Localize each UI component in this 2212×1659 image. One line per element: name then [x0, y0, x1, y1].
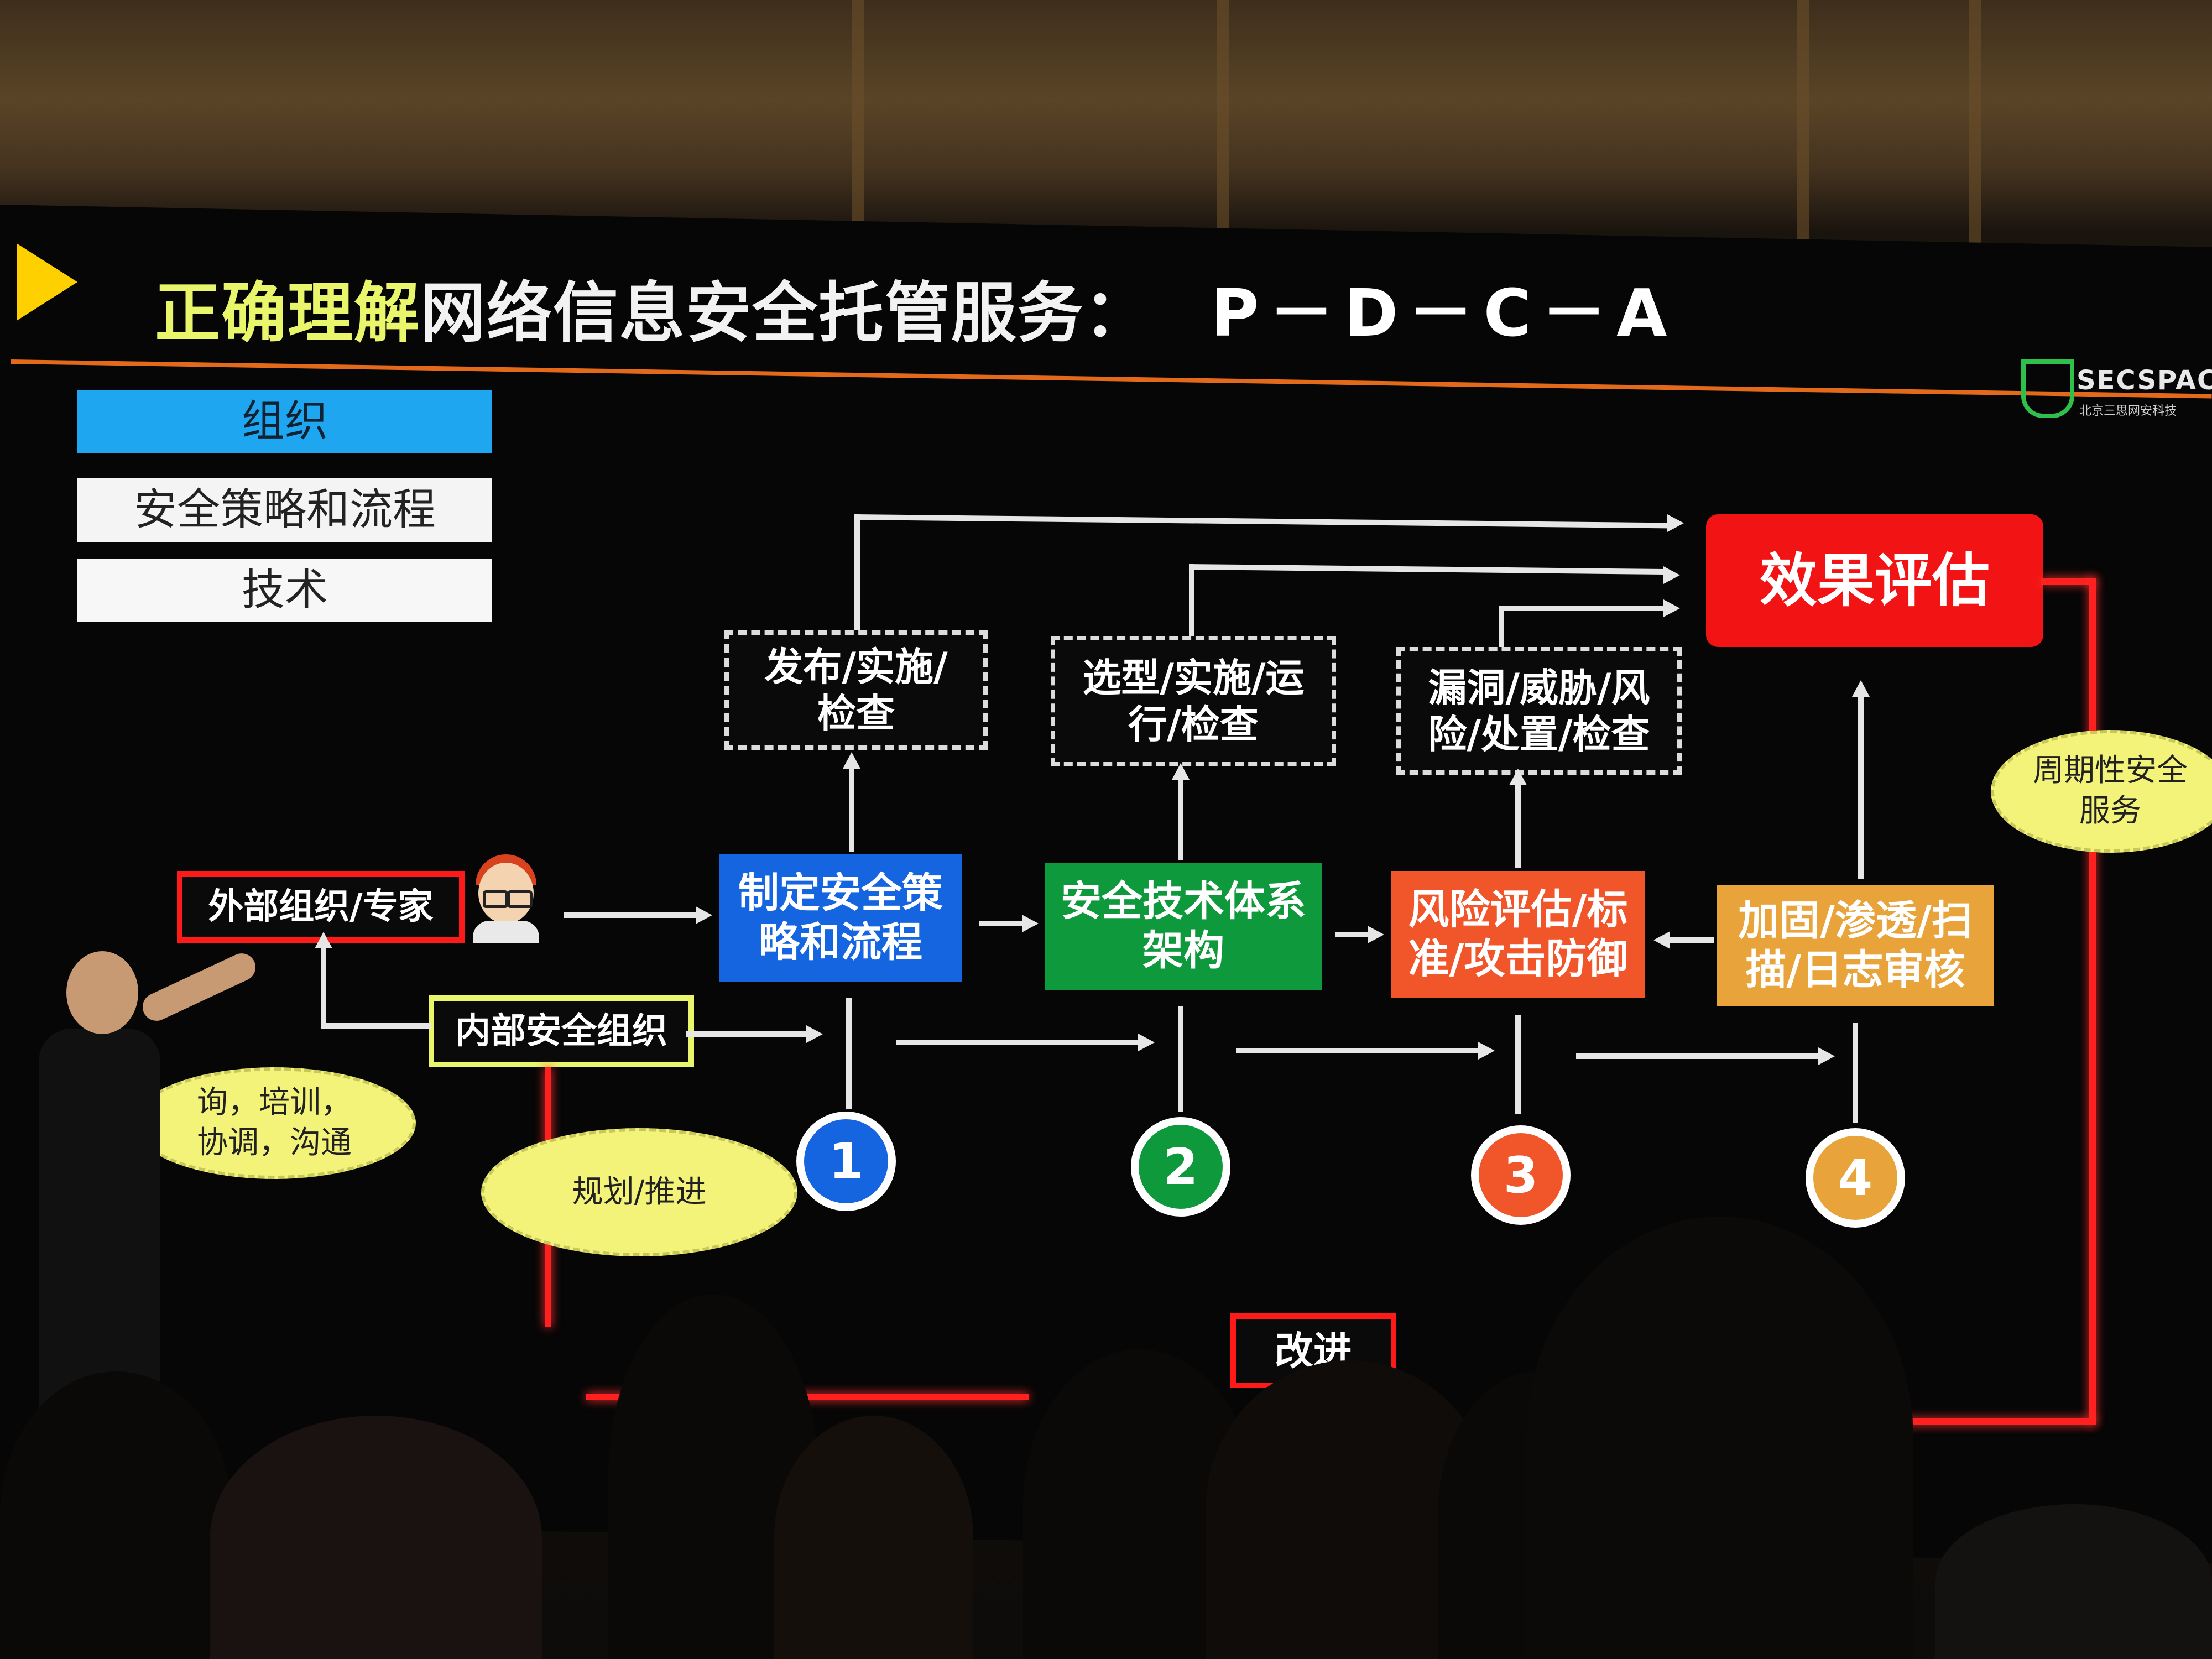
connector-line — [1236, 1048, 1479, 1053]
audience-member — [1936, 1504, 2212, 1659]
audience-member — [0, 1371, 232, 1659]
arrow-right-icon — [1138, 1034, 1155, 1051]
check-box-1: 发布/实施/ 检查 — [724, 630, 988, 750]
logo-subtitle: 北京三思网安科技 — [2079, 404, 2177, 418]
connector-line — [1858, 697, 1864, 879]
arrow-up-icon — [1852, 680, 1870, 697]
connector-line — [686, 1031, 807, 1037]
play-triangle-icon — [17, 243, 77, 321]
connector-line — [1499, 606, 1504, 647]
title-main: 网络信息安全托管服务： — [420, 275, 1151, 351]
connector-line — [1515, 1015, 1521, 1114]
connector-line — [564, 912, 697, 918]
audience-member — [210, 1416, 542, 1659]
step-box-2: 安全技术体系 架构 — [1045, 863, 1322, 990]
arrow-up-icon — [1509, 769, 1527, 785]
arrow-right-icon — [1818, 1047, 1835, 1065]
step-number-3: 3 — [1471, 1125, 1571, 1225]
arrow-right-icon — [806, 1025, 823, 1043]
periodic-service-bubble: 周期性安全 服务 — [1991, 730, 2212, 853]
connector-line — [1178, 780, 1183, 860]
connector-line — [1178, 1006, 1183, 1112]
presenter-head — [66, 951, 138, 1034]
step-number-4: 4 — [1806, 1128, 1905, 1228]
step-box-4: 加固/渗透/扫 描/日志审核 — [1717, 885, 1994, 1006]
arrow-right-icon — [1478, 1042, 1495, 1060]
audience-member — [1526, 1217, 1913, 1659]
check-box-3: 漏洞/威胁/风 险/处置/检查 — [1396, 647, 1682, 775]
improve-loop-line — [1897, 1418, 2096, 1425]
expert-avatar-icon — [473, 852, 539, 943]
arrow-right-icon — [1663, 599, 1680, 617]
arrow-right-icon — [696, 906, 712, 924]
step-box-3: 风险评估/标 准/攻击防御 — [1391, 871, 1645, 998]
title-highlight: 正确理解 — [155, 275, 421, 351]
effect-evaluation-box: 效果评估 — [1706, 514, 2043, 647]
plan-bubble: 规划/推进 — [481, 1128, 797, 1256]
slide-title: 正确理解网络信息安全托管服务： P－D－C－A — [155, 260, 1677, 354]
check-box-2: 选型/实施/运 行/检查 — [1051, 636, 1336, 766]
arrow-right-icon — [1667, 514, 1684, 532]
connector-line — [849, 769, 854, 852]
title-pdca: P－D－C－A — [1211, 275, 1677, 351]
connector-line — [1576, 1053, 1819, 1059]
wall-panel-seam — [1797, 0, 1809, 310]
connector-line — [846, 998, 852, 1109]
connector-line — [896, 1040, 1139, 1045]
connector-line — [979, 921, 1023, 926]
arrow-up-icon — [1172, 763, 1190, 780]
connector-line — [1499, 606, 1665, 611]
audience-member — [774, 1416, 973, 1659]
improve-loop-line — [2041, 578, 2096, 585]
connector-line — [854, 514, 860, 630]
connector-line — [321, 937, 326, 1026]
legend-org: 组织 — [77, 390, 492, 453]
connector-line — [1670, 937, 1714, 943]
legend-tech: 技术 — [77, 559, 492, 622]
connector-line — [1335, 932, 1369, 937]
logo-text: SECSPACE — [2077, 365, 2212, 396]
connector-line — [1515, 785, 1521, 868]
arrow-left-icon — [1653, 931, 1670, 949]
connector-line — [321, 1023, 431, 1029]
wall-panel-seam — [1969, 0, 1981, 310]
connector-line — [1189, 564, 1194, 636]
shield-logo-icon — [2021, 359, 2074, 418]
arrow-up-icon — [315, 932, 332, 948]
arrow-right-icon — [1368, 926, 1384, 943]
arrow-up-icon — [843, 752, 860, 769]
connector-line — [1853, 1023, 1858, 1123]
arrow-right-icon — [1663, 566, 1680, 584]
legend-policy: 安全策略和流程 — [77, 478, 492, 542]
step-number-2: 2 — [1131, 1117, 1230, 1217]
step-number-1: 1 — [796, 1112, 896, 1211]
consult-bubble: 询，培训， 协调，沟通 — [133, 1067, 416, 1179]
improve-loop-line — [2089, 578, 2096, 1424]
arrow-right-icon — [1022, 915, 1039, 932]
step-box-1: 制定安全策 略和流程 — [719, 854, 962, 982]
internal-org-box: 内部安全组织 — [429, 995, 694, 1067]
